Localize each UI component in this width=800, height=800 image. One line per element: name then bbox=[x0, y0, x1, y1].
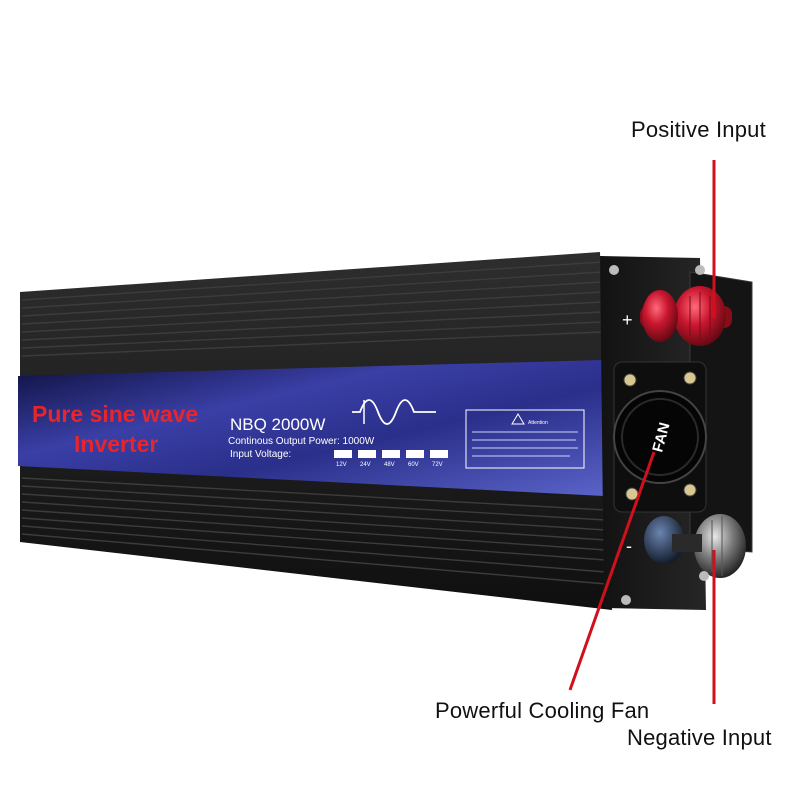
inverter-housing bbox=[18, 252, 753, 610]
screw-icon bbox=[683, 371, 697, 385]
minus-sign: - bbox=[626, 536, 632, 556]
screw-icon bbox=[683, 483, 697, 497]
plus-sign: + bbox=[622, 310, 633, 330]
screw-icon bbox=[609, 265, 619, 275]
panel-output: Continous Output Power: 1000W bbox=[228, 436, 375, 447]
voltage-label: 24V bbox=[360, 462, 371, 468]
negative-terminal bbox=[644, 514, 746, 578]
voltage-label: 48V bbox=[384, 462, 395, 468]
panel-model: NBQ 2000W bbox=[230, 415, 325, 434]
negative-input-label: Negative Input bbox=[627, 725, 772, 750]
cooling-fan-label: Powerful Cooling Fan bbox=[435, 698, 650, 723]
cooling-fan: FAN bbox=[613, 361, 707, 513]
sine-wave-icon bbox=[352, 399, 436, 425]
voltage-boxes: 12V 24V 48V 60V 72V bbox=[334, 450, 448, 468]
warning-box: Attention bbox=[465, 409, 585, 469]
panel-title-line2: Inverter bbox=[74, 431, 158, 457]
heatsink-ribs-lower bbox=[21, 477, 607, 585]
positive-input-label: Positive Input bbox=[631, 117, 766, 142]
heatsink-ribs-upper bbox=[21, 261, 603, 357]
screw-icon bbox=[695, 265, 705, 275]
label-panel bbox=[18, 360, 604, 496]
panel-input-label: Input Voltage: bbox=[230, 449, 291, 460]
panel-title-line1: Pure sine wave bbox=[32, 401, 198, 427]
screw-icon bbox=[621, 595, 631, 605]
fan-callout-line bbox=[568, 451, 656, 691]
warning-triangle-icon bbox=[511, 413, 525, 425]
warning-title: Attention bbox=[528, 420, 548, 426]
voltage-label: 72V bbox=[432, 462, 443, 468]
voltage-label: 60V bbox=[408, 462, 419, 468]
voltage-label: 12V bbox=[336, 462, 347, 468]
screw-icon bbox=[623, 373, 637, 387]
screw-icon bbox=[699, 571, 709, 581]
positive-terminal bbox=[640, 286, 732, 346]
